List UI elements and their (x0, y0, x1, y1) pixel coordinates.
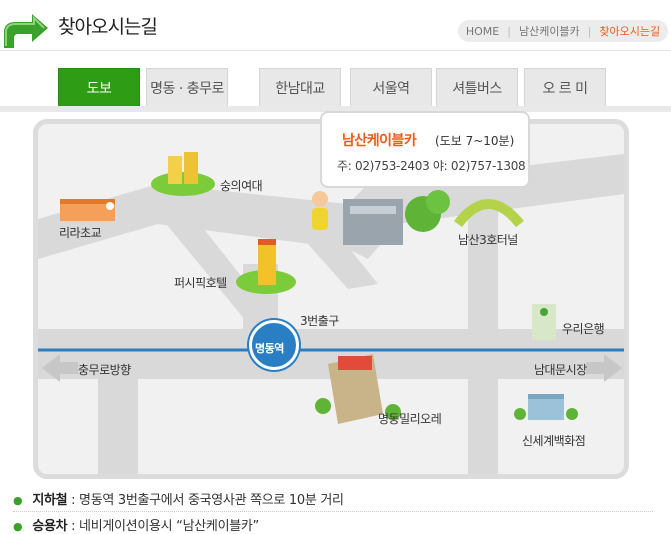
tab-underline (0, 106, 671, 112)
subway-text: : 명동역 3번출구에서 중국영사관 쪽으로 10분 거리 (67, 493, 344, 508)
tab-myeongdong[interactable]: 명동 · 충무로 (146, 68, 228, 106)
header-divider (0, 50, 671, 51)
car-label: 승용차 (32, 519, 68, 534)
info-name: 남산케이블카 (342, 133, 417, 149)
car-text: : 네비게이션이용시 “남산케이블카” (67, 519, 259, 534)
station-marker (249, 320, 299, 370)
info-box: 남산케이블카 (도보 7~10분) 주: 02)753-2403 야: 02)7… (320, 111, 530, 188)
bullet-icon: ● (13, 520, 23, 533)
tab-oreumi[interactable]: 오 르 미 (524, 68, 606, 106)
label-school: 리라초교 (59, 226, 102, 240)
bullet-icon: ● (13, 494, 23, 507)
label-exit: 3번출구 (300, 314, 339, 328)
tab-seoul-station[interactable]: 서울역 (350, 68, 432, 106)
tab-walk[interactable]: 도보 (58, 68, 140, 106)
page-title: 찾아오시는길 (58, 16, 158, 38)
subway-directions: ● 지하철 : 명동역 3번출구에서 중국영사관 쪽으로 10분 거리 (13, 489, 344, 508)
breadcrumb-current: 찾아오시는길 (599, 25, 661, 38)
footer-divider (13, 511, 653, 512)
label-university: 숭의여대 (220, 179, 263, 193)
subway-label: 지하철 (32, 493, 68, 508)
label-hotel: 퍼시픽호텔 (174, 276, 227, 290)
label-bank: 우리은행 (562, 322, 605, 336)
info-walk-time: (도보 7~10분) (435, 134, 515, 148)
tab-hannam[interactable]: 한남대교 (259, 68, 341, 106)
label-mall: 명동밀리오레 (378, 412, 442, 426)
label-right-direction: 남대문시장 (534, 363, 587, 377)
label-department-store: 신세계백화점 (522, 434, 586, 448)
breadcrumb-home[interactable]: HOME (465, 24, 500, 38)
tab-shuttle-bus[interactable]: 셔틀버스 (436, 68, 518, 106)
station-label: 명동역 (255, 342, 284, 355)
car-directions: ● 승용차 : 네비게이션이용시 “남산케이블카” (13, 515, 259, 534)
arrow-logo-icon (4, 14, 48, 48)
label-tunnel: 남산3호터널 (458, 233, 518, 247)
breadcrumb-cablecar[interactable]: 남산케이블카 (518, 25, 580, 38)
breadcrumb-separator: | (507, 24, 511, 38)
breadcrumb-separator: | (587, 24, 592, 38)
info-phone: 주: 02)753-2403 야: 02)757-1308 (337, 159, 526, 173)
breadcrumb: HOME | 남산케이블카 | 찾아오시는길 (458, 20, 668, 42)
label-left-direction: 충무로방향 (78, 363, 131, 377)
